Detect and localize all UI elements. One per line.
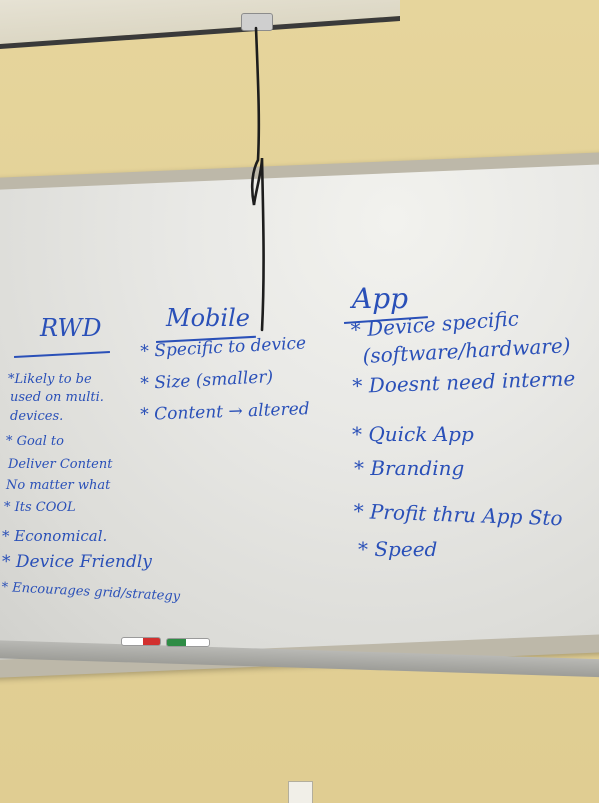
rwd-item: * Device Friendly (2, 552, 152, 572)
hanger-clip (241, 13, 273, 31)
rwd-item: No matter what (6, 478, 111, 493)
app-item: * Quick App (352, 422, 474, 446)
rwd-item: * Economical. (2, 527, 108, 545)
column-heading-rwd: RWD (40, 314, 102, 342)
rwd-item: used on multi. (10, 390, 104, 405)
rwd-item: Deliver Content (8, 457, 113, 472)
green-marker (166, 638, 210, 647)
red-marker (121, 637, 161, 646)
rwd-item: devices. (10, 409, 64, 424)
app-item: * Branding (354, 456, 465, 480)
rwd-item: *Likely to be (8, 372, 92, 387)
rwd-item: * Its COOL (4, 500, 76, 515)
column-heading-mobile: Mobile (166, 304, 250, 332)
rwd-item: * Goal to (6, 434, 64, 449)
wall-outlet (288, 781, 313, 803)
app-item: * Speed (358, 537, 438, 561)
column-heading-app: App (352, 282, 409, 315)
ceiling-rail (0, 0, 400, 50)
